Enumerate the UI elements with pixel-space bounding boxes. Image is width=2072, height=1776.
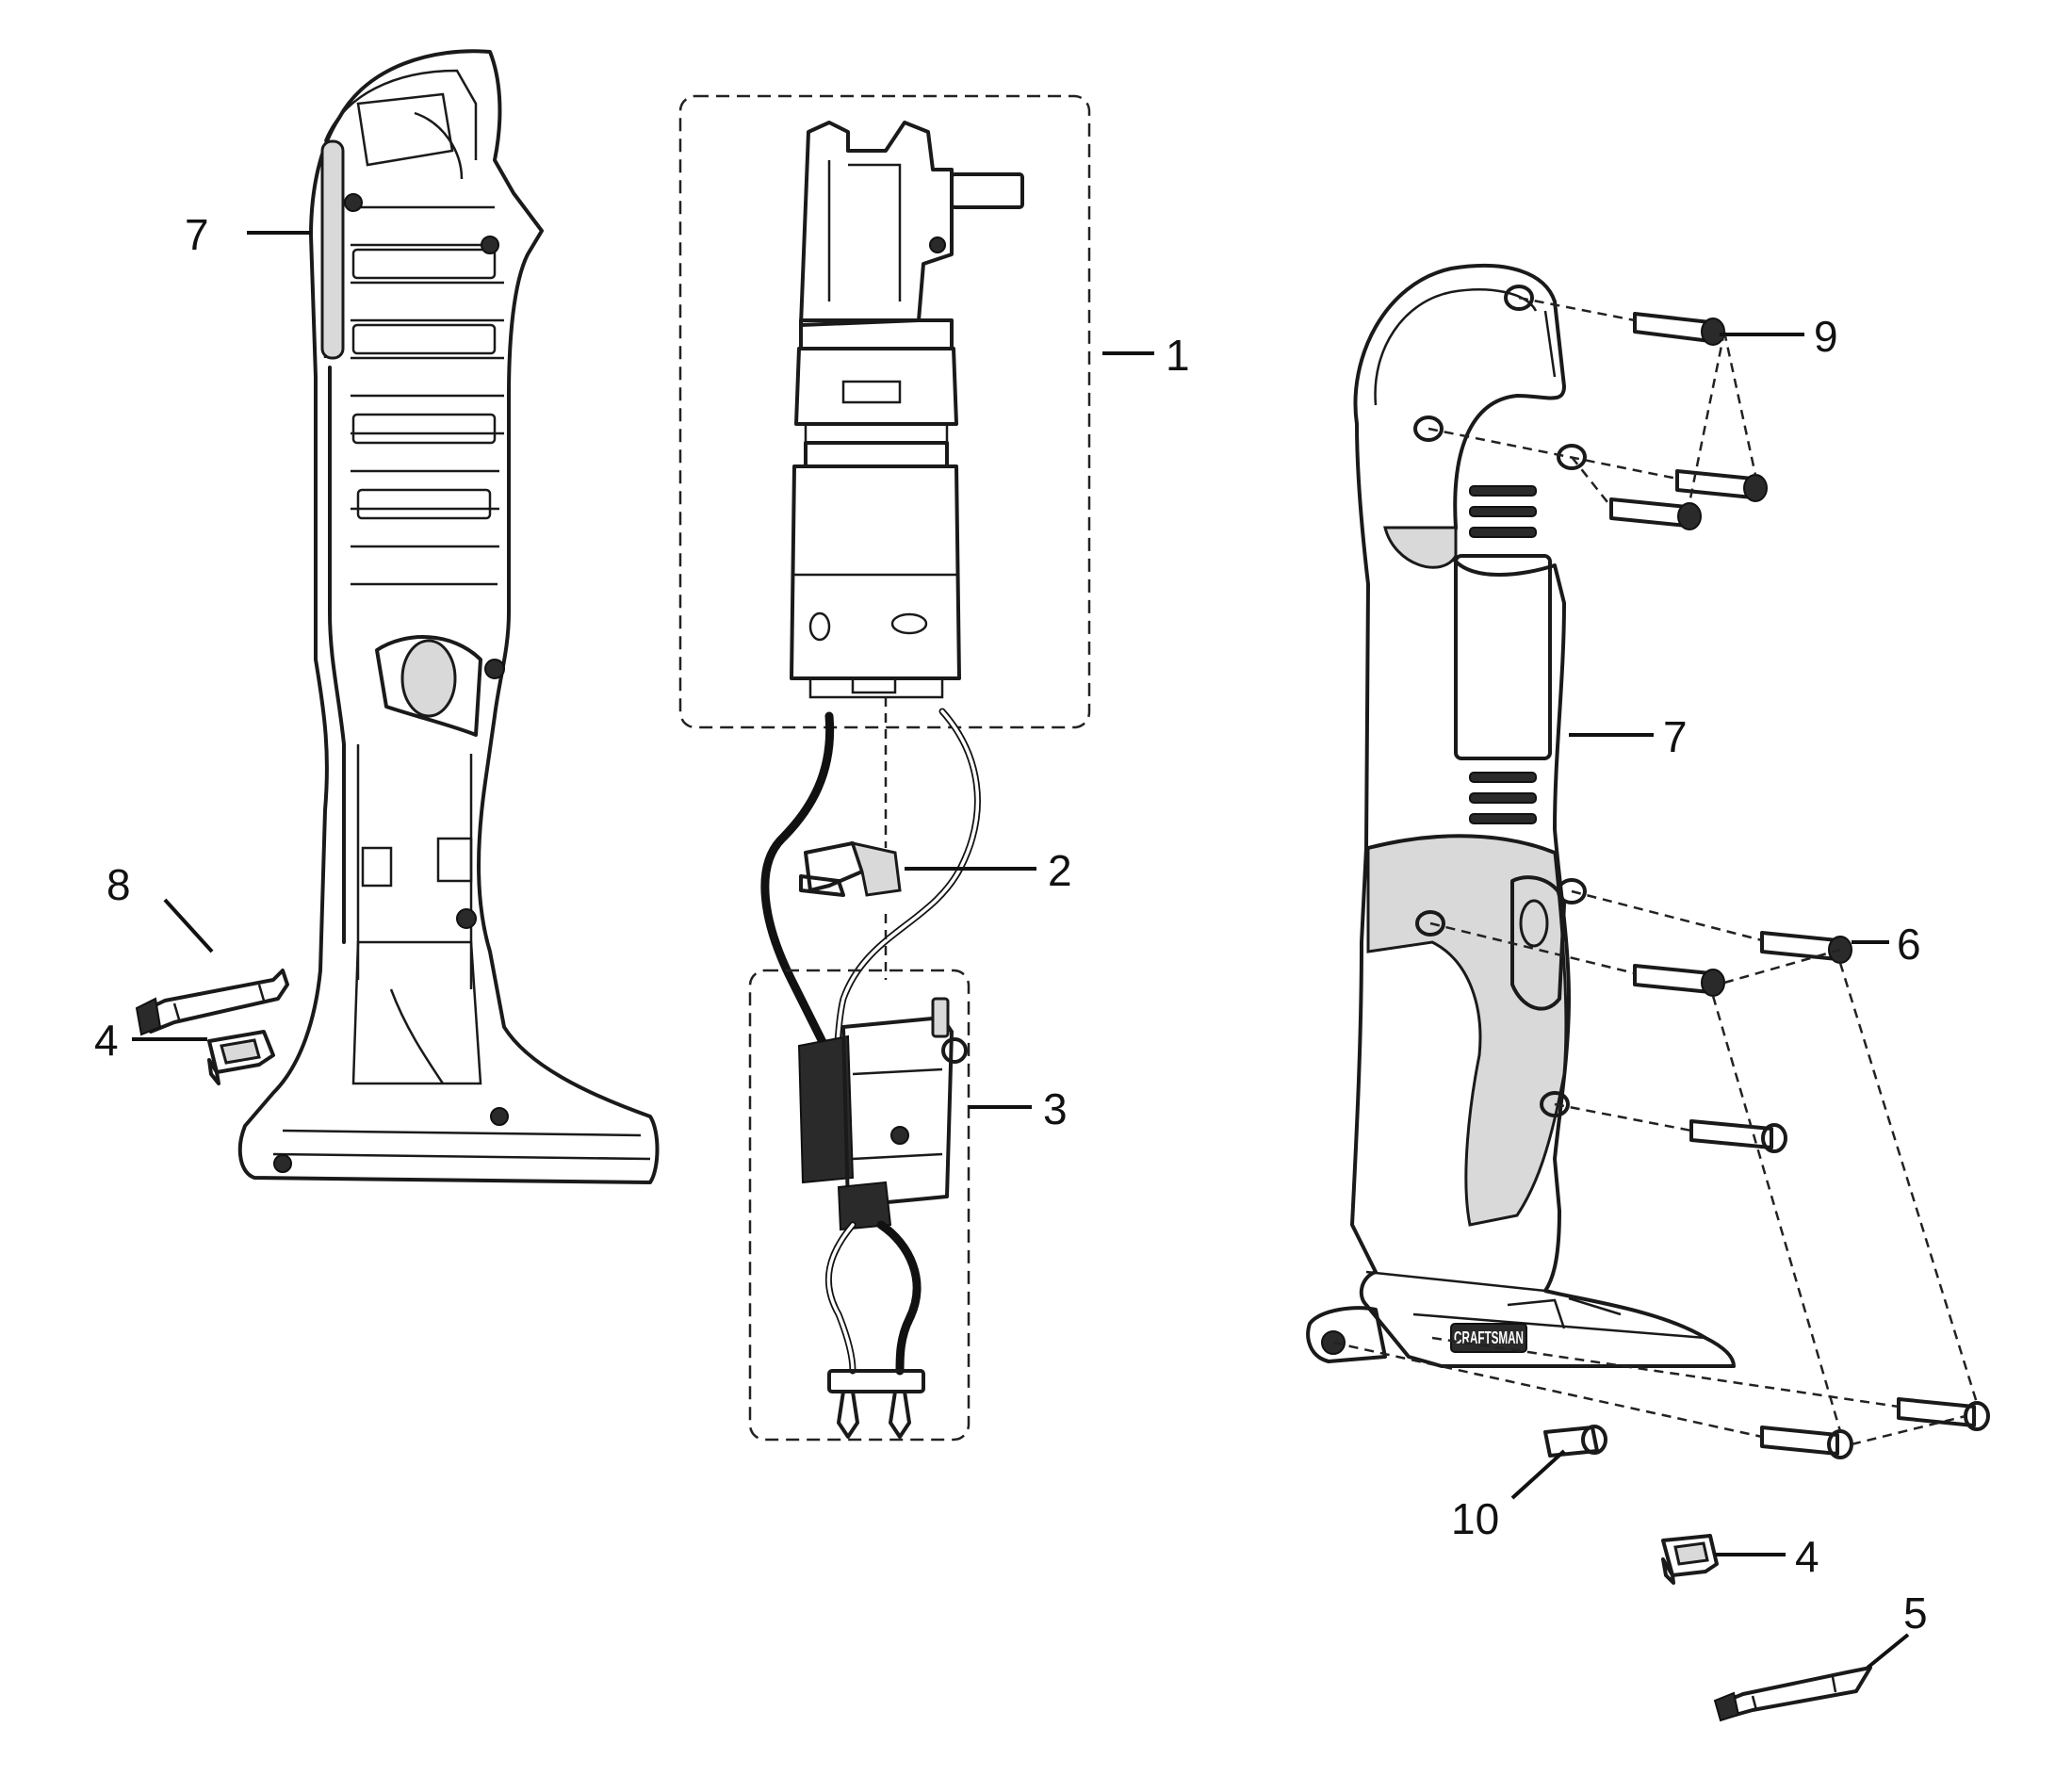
right-single-bit	[1713, 1666, 1872, 1722]
alignment-lines	[1332, 296, 1979, 1446]
motor-gear-assembly	[678, 94, 1091, 729]
right-housing-assembled: CRAFTSMAN	[1306, 264, 1736, 1368]
left-double-bit	[135, 969, 289, 1036]
callout-left-housing: 7	[185, 210, 209, 259]
housing-screws	[1543, 312, 1990, 1459]
callout-labels: 7 8 4 1 2 3 9 7 6 10 4 5	[94, 210, 1928, 1638]
callout-right-bit: 5	[1903, 1589, 1928, 1638]
motor-wires	[760, 697, 981, 1060]
brand-mark: CRAFTSMAN	[1454, 1328, 1524, 1347]
callout-switch-assembly: 3	[1043, 1084, 1068, 1133]
motor-group-boundary	[678, 94, 1091, 729]
callout-right-housing: 7	[1663, 712, 1688, 761]
right-belt-clip	[1661, 1534, 1719, 1585]
callout-top-screws: 9	[1814, 312, 1838, 361]
callout-left-clip: 4	[94, 1016, 119, 1065]
callout-leaders	[132, 231, 1910, 1670]
callout-switch-clip: 2	[1048, 846, 1072, 895]
callout-motor-gear: 1	[1166, 331, 1190, 380]
left-belt-clip	[207, 1030, 275, 1085]
callout-right-clip: 4	[1795, 1532, 1819, 1581]
switch-clip	[799, 840, 902, 897]
switch-assembly	[748, 969, 971, 1442]
callout-bottom-screw: 10	[1451, 1494, 1499, 1543]
callout-left-bit: 8	[106, 860, 131, 909]
switch-group-boundary	[748, 969, 971, 1442]
callout-mid-screws: 6	[1897, 920, 1921, 969]
left-housing-half	[237, 49, 660, 1184]
